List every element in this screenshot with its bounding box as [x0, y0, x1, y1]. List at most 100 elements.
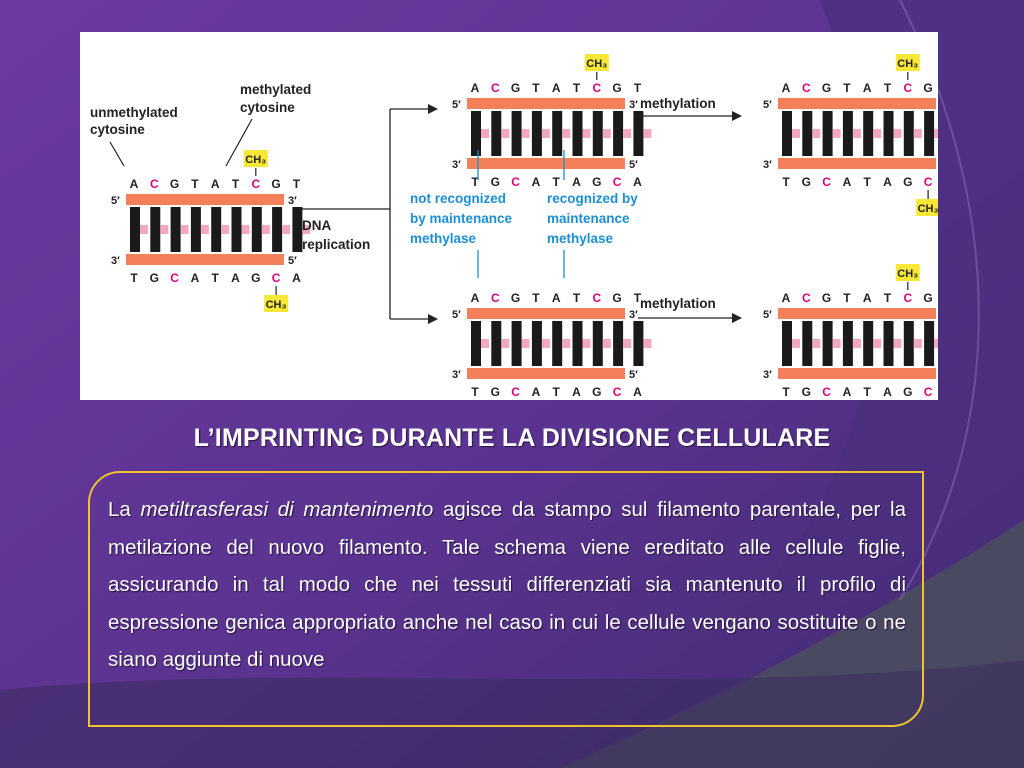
label-replication: replication [302, 237, 370, 252]
bottom-strand [467, 158, 625, 169]
base-pair-link [481, 339, 489, 348]
base-pair [170, 207, 181, 252]
methyl-group-box [243, 150, 268, 167]
base-pair [863, 321, 874, 366]
base-pair [552, 321, 563, 366]
arrowhead-bottom [428, 314, 438, 324]
base-pair [572, 321, 583, 366]
base-pair-link [852, 339, 861, 348]
bottom-base-letter: A [532, 385, 541, 399]
bottom-base-letter: C [822, 175, 831, 189]
bottom-base-letter: C [924, 385, 933, 399]
bottom-base-letter: T [553, 385, 561, 399]
base-pair-link [893, 339, 902, 348]
base-pair [531, 111, 542, 156]
strand-end-label: 3′ [452, 369, 461, 381]
arrowhead-top [428, 104, 438, 114]
base-pair-link [873, 129, 882, 138]
top-base-letter: G [511, 291, 520, 305]
methyl-group-box [895, 54, 920, 71]
top-strand [126, 194, 284, 205]
bottom-base-letter: A [191, 271, 200, 285]
base-pair [471, 111, 481, 156]
base-pair-link [792, 339, 800, 348]
top-base-letter: A [552, 81, 561, 95]
base-pair-link [852, 129, 861, 138]
body-rest: agisce da stampo sul filamento parentale… [108, 498, 907, 671]
base-pair-link [160, 225, 169, 234]
bottom-base-letter: A [532, 175, 541, 189]
bottom-base-letter: C [511, 385, 520, 399]
base-pair-link [261, 225, 270, 234]
base-pair-link [562, 129, 571, 138]
base-pair [903, 111, 914, 156]
top-base-letter: A [863, 291, 872, 305]
label-unmethylated-line2: cytosine [90, 122, 145, 137]
arrowhead-methylation-bottom [732, 313, 742, 323]
label-methylation-top: methylation [640, 96, 716, 111]
top-strand [467, 98, 625, 109]
base-pair [511, 111, 522, 156]
top-base-letter: A [782, 291, 791, 305]
bottom-base-letter: A [633, 385, 642, 399]
base-pair-link [221, 225, 230, 234]
base-pair-link [873, 339, 882, 348]
slide-title: L’IMPRINTING DURANTE LA DIVISIONE CELLUL… [193, 424, 831, 452]
base-pair-link [832, 339, 841, 348]
bottom-base-letter: G [903, 175, 912, 189]
top-base-letter: C [150, 177, 159, 191]
strand-end-label: 3′ [763, 159, 772, 171]
strand-end-label: 5′ [763, 99, 772, 111]
text-box-frame [88, 471, 924, 727]
base-pair-link [812, 339, 821, 348]
bottom-strand [778, 158, 936, 169]
bottom-base-letter: G [592, 175, 601, 189]
top-base-letter: T [532, 81, 540, 95]
replication-fork-lines [296, 108, 428, 320]
bottom-base-letter: C [613, 385, 622, 399]
label-dna: DNA [302, 218, 331, 233]
base-pair-link [541, 129, 550, 138]
methyl-group-label: CH₃ [586, 58, 607, 70]
methyl-group-box [264, 295, 289, 312]
top-base-letter: C [592, 81, 601, 95]
top-base-letter: T [573, 81, 581, 95]
base-pair [903, 321, 914, 366]
methyl-group-box [895, 264, 920, 281]
bottom-strand [467, 368, 625, 379]
strand-end-label: 5′ [629, 369, 638, 381]
bottom-base-letter: C [822, 385, 831, 399]
base-pair [633, 111, 644, 156]
base-pair [592, 321, 603, 366]
base-pair-link [501, 129, 510, 138]
bottom-base-letter: A [843, 175, 852, 189]
base-pair [883, 321, 894, 366]
base-pair [572, 111, 583, 156]
base-pair-link [282, 225, 291, 234]
base-pair [471, 321, 481, 366]
base-pair [782, 111, 792, 156]
label-recognized-2: maintenance [547, 211, 630, 226]
top-base-letter: G [612, 81, 621, 95]
top-base-letter: C [251, 177, 260, 191]
top-base-letter: G [170, 177, 179, 191]
bottom-base-letter: T [782, 175, 790, 189]
top-base-letter: C [491, 291, 500, 305]
bottom-base-letter: C [613, 175, 622, 189]
top-base-letter: A [471, 81, 480, 95]
bottom-base-letter: A [292, 271, 301, 285]
top-base-letter: T [884, 291, 892, 305]
base-pair [822, 321, 833, 366]
base-pair-link [893, 129, 902, 138]
top-base-letter: A [782, 81, 791, 95]
methyl-group-box [916, 199, 941, 216]
bottom-base-letter: A [231, 271, 240, 285]
base-pair-link [481, 129, 489, 138]
top-base-letter: T [843, 81, 851, 95]
base-pair [511, 321, 522, 366]
base-pair [883, 111, 894, 156]
